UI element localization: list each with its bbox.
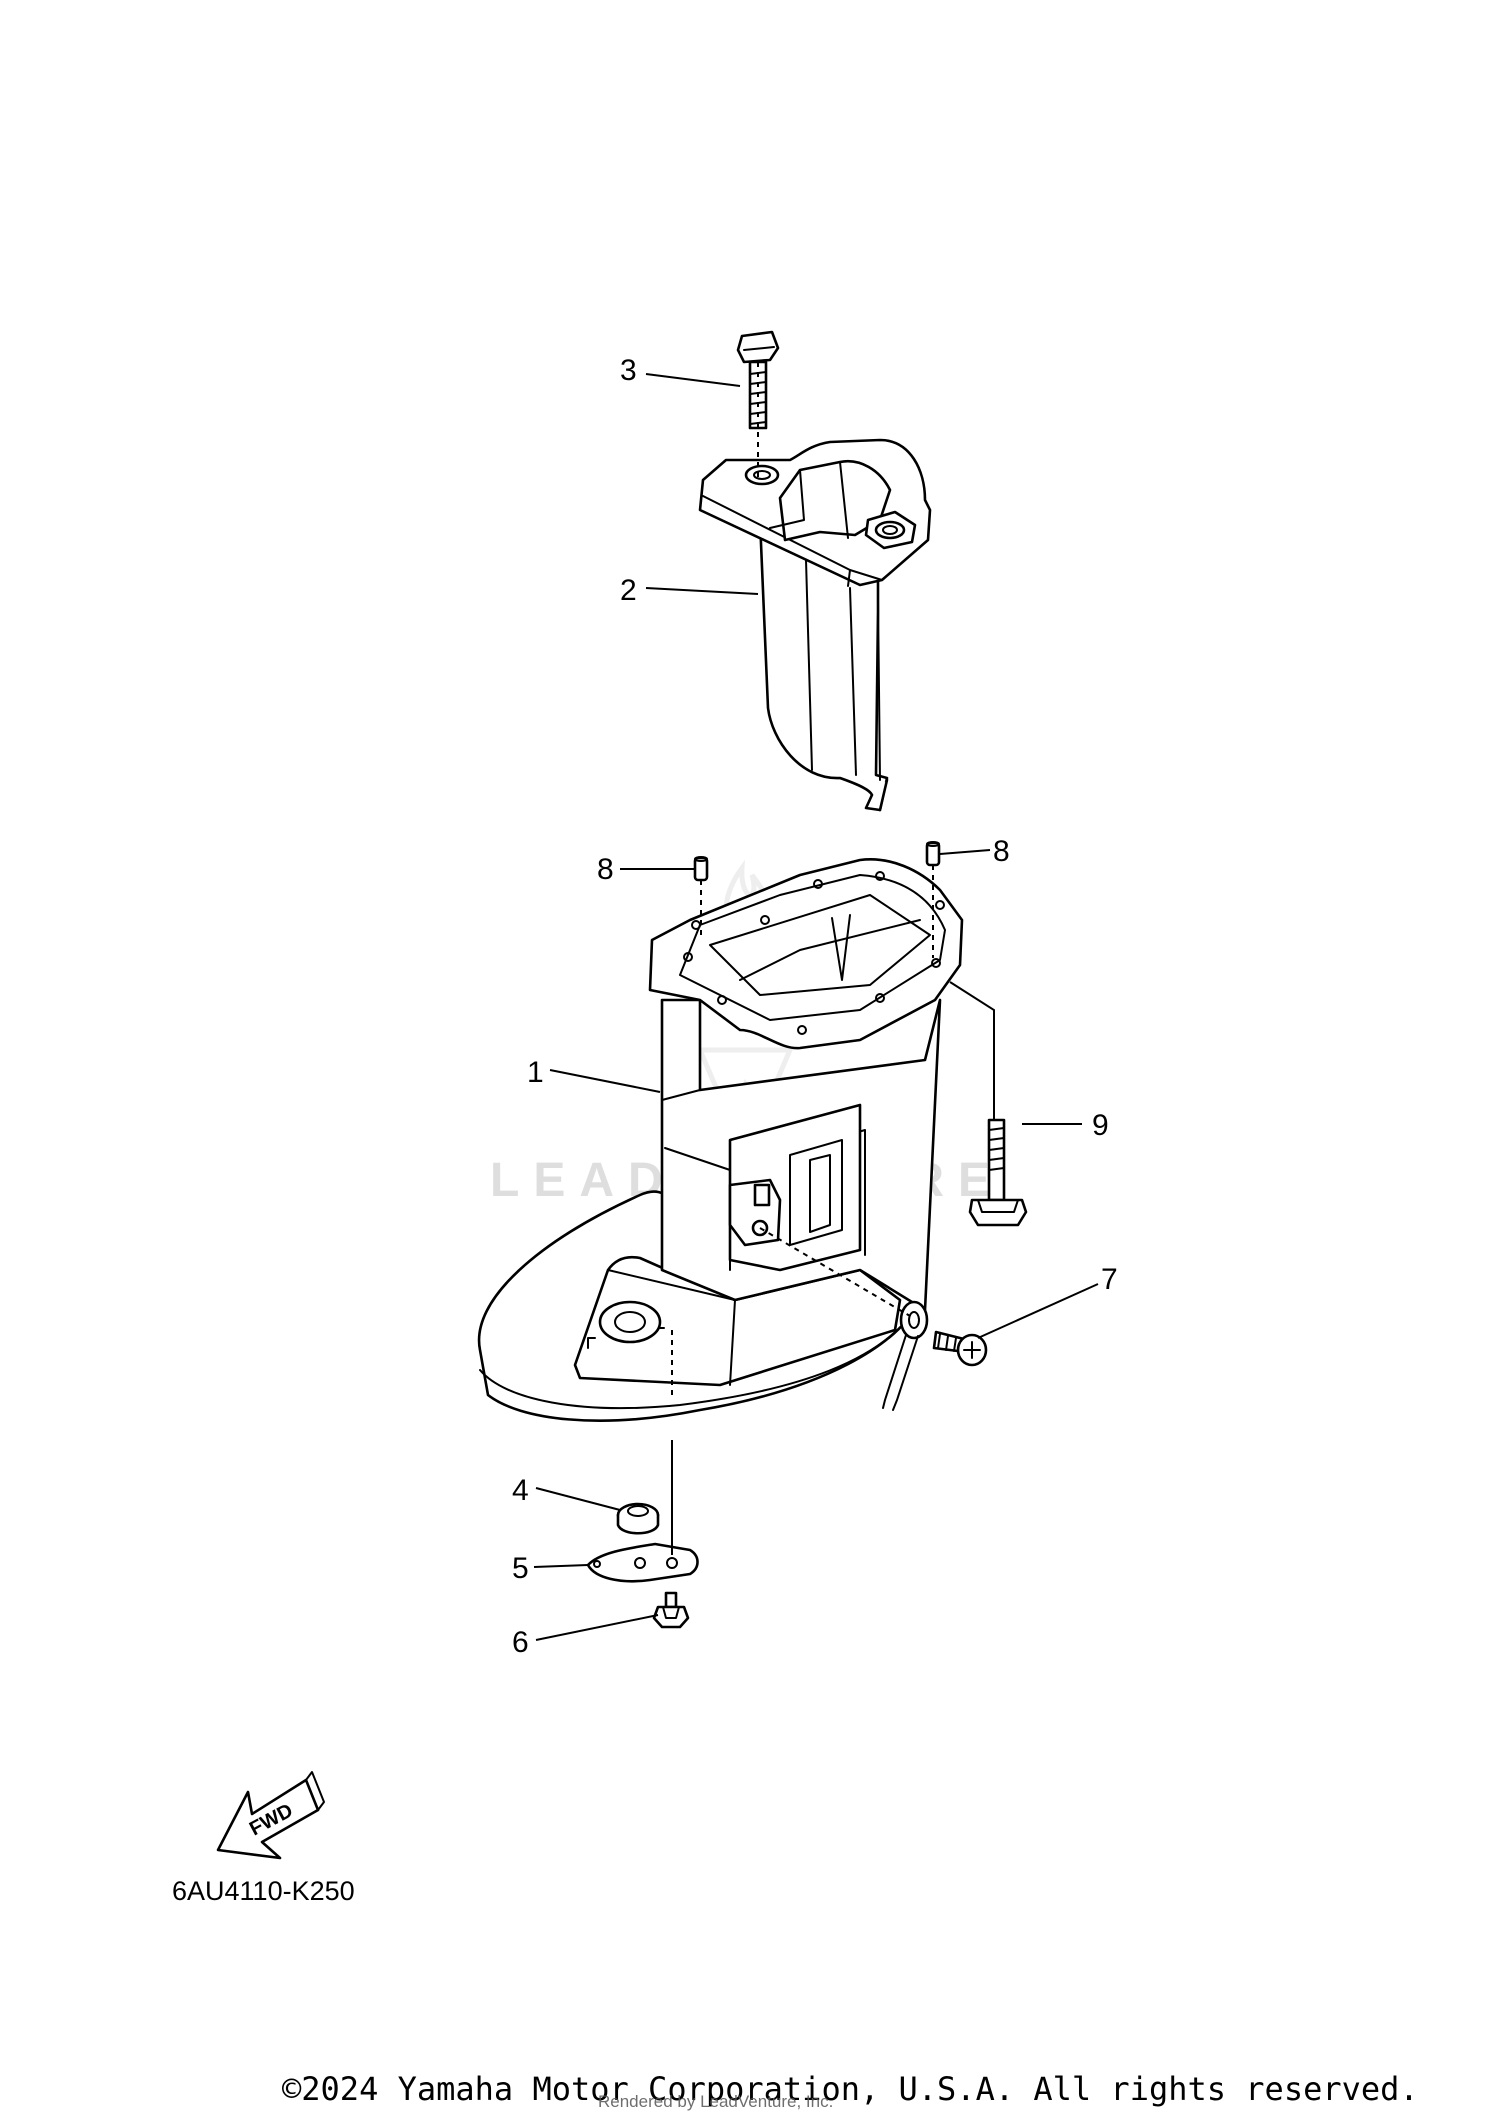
part-6-bolt bbox=[652, 1591, 690, 1629]
part-7-screw bbox=[932, 1330, 988, 1367]
rendered-by-notice: Rendered by LeadVenture, Inc. bbox=[598, 2092, 834, 2111]
leader-lines bbox=[533, 373, 1099, 1641]
leader-4 bbox=[535, 1487, 621, 1511]
callout-2: 2 bbox=[620, 574, 637, 607]
leader-8b bbox=[939, 849, 991, 855]
leader-5 bbox=[533, 1564, 589, 1568]
fwd-arrow: FWD bbox=[216, 1771, 325, 1860]
assembly-lines bbox=[587, 362, 934, 1555]
callout-1: 1 bbox=[527, 1056, 544, 1089]
callout-labels: 3 2 8 8 1 9 7 4 5 6 bbox=[512, 354, 1118, 1659]
leader-1 bbox=[549, 1069, 661, 1093]
copyright-notice: ©2024 Yamaha Motor Corporation, U.S.A. A… bbox=[282, 2070, 1419, 2108]
leader-2 bbox=[645, 587, 759, 595]
part-5-plate bbox=[586, 1542, 699, 1583]
leader-9 bbox=[949, 981, 1082, 1125]
leader-6 bbox=[535, 1614, 659, 1641]
ground-lead bbox=[882, 1300, 929, 1411]
part-4-grommet bbox=[616, 1502, 660, 1535]
leader-7 bbox=[977, 1283, 1099, 1339]
callout-8-right: 8 bbox=[993, 835, 1010, 868]
callout-9: 9 bbox=[1092, 1109, 1109, 1142]
diagram-code: 6AU4110-K250 bbox=[172, 1876, 355, 1906]
part-2-housing bbox=[698, 438, 932, 812]
part-8-dowel-pin-right bbox=[925, 841, 941, 867]
callout-5: 5 bbox=[512, 1552, 529, 1585]
part-8-dowel-pin-left bbox=[693, 856, 709, 882]
part-1-upper-casing bbox=[477, 858, 964, 1422]
callout-6: 6 bbox=[512, 1626, 529, 1659]
callout-8-left: 8 bbox=[597, 853, 614, 886]
part-9-bolt bbox=[968, 1118, 1028, 1227]
callout-7: 7 bbox=[1101, 1263, 1118, 1296]
leader-3 bbox=[645, 373, 741, 387]
callout-4: 4 bbox=[512, 1474, 529, 1507]
callout-3: 3 bbox=[620, 354, 637, 387]
